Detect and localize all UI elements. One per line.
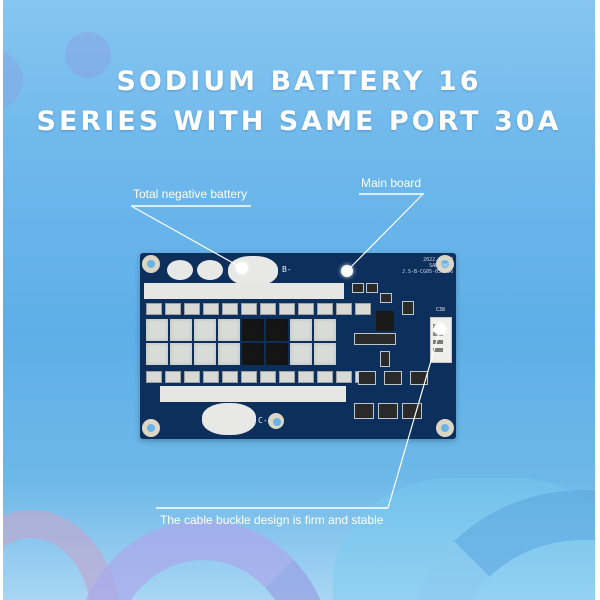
c-minus-pad xyxy=(202,403,256,435)
mounting-hole xyxy=(142,419,160,437)
smd-component xyxy=(354,403,374,419)
mosfet-cell-grid xyxy=(146,319,336,365)
headline-line-2: SERIES WITH SAME PORT 30A xyxy=(36,106,562,137)
decorative-wave xyxy=(73,520,333,600)
copper-strip-bottom xyxy=(160,386,346,402)
smd-component xyxy=(366,283,378,293)
b-minus-pad xyxy=(228,256,278,286)
smd-component xyxy=(352,283,364,293)
smd-component xyxy=(402,301,414,315)
solder-pad xyxy=(167,260,193,280)
smd-component xyxy=(378,403,398,419)
mounting-hole xyxy=(436,255,454,273)
mounting-hole xyxy=(142,255,160,273)
ic-chip xyxy=(376,311,394,331)
component-row-top xyxy=(146,303,371,315)
b-minus-label: B- xyxy=(282,265,292,274)
via-ring xyxy=(268,413,284,429)
solder-pad xyxy=(197,260,223,280)
smd-component xyxy=(402,403,422,419)
product-banner: SODIUM BATTERY 16 SERIES WITH SAME PORT … xyxy=(3,0,595,600)
callout-marker-cable-buckle xyxy=(434,323,446,335)
decorative-bubble xyxy=(65,32,111,78)
component-row-bottom xyxy=(146,371,371,383)
c-minus-label: C- xyxy=(258,416,268,425)
silkscreen-text: 2022.09.23 SAH 0W98 J.S-B-CG05-030-V6 xyxy=(402,257,454,275)
smd-component xyxy=(380,351,390,367)
bms-circuit-board: B- C- 2022.09.23 SAH 0W98 J.S-B-CG05-030… xyxy=(140,253,456,439)
smd-component xyxy=(410,371,428,385)
headline-line-1: SODIUM BATTERY 16 xyxy=(116,66,482,97)
callout-marker-main-board xyxy=(341,265,353,277)
callout-main-board: Main board xyxy=(361,176,422,190)
smd-component xyxy=(384,371,402,385)
mounting-hole xyxy=(436,419,454,437)
smd-component xyxy=(358,371,376,385)
smd-component xyxy=(380,293,392,303)
copper-strip-top xyxy=(144,283,344,299)
smd-component xyxy=(354,333,396,345)
connector-label: C38 xyxy=(436,307,446,313)
decorative-bubble xyxy=(3,50,23,110)
callout-marker-total-negative xyxy=(236,262,248,274)
callout-total-negative-battery: Total negative battery xyxy=(133,187,248,201)
callout-cable-buckle: The cable buckle design is firm and stab… xyxy=(160,513,384,527)
